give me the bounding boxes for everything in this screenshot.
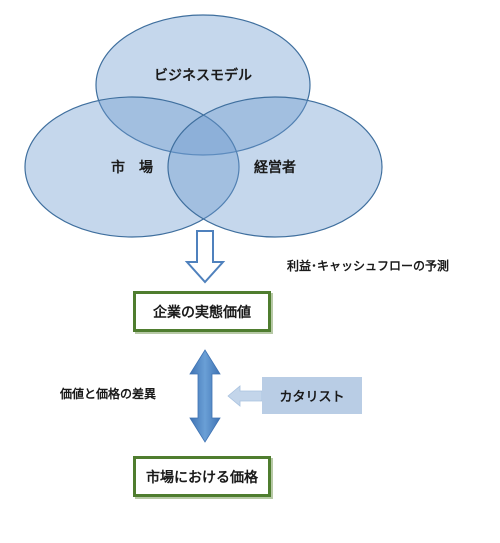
double-headed-arrow <box>189 349 221 443</box>
circle-market <box>24 96 240 238</box>
circle-label-management: 経営者 <box>254 159 296 176</box>
market-price-box: 市場における価格 <box>133 456 271 497</box>
forecast-label: 利益･キャッシュフローの予測 <box>287 259 450 273</box>
catalyst-arrow <box>227 385 263 407</box>
circle-label-market: 市 場 <box>111 159 153 176</box>
intrinsic-value-label: 企業の実態価値 <box>153 304 251 321</box>
circle-business-model <box>95 14 311 156</box>
catalyst-box: カタリスト <box>262 377 362 414</box>
circle-label-business-model: ビジネスモデル <box>154 67 252 84</box>
circle-management <box>167 96 383 238</box>
value-price-gap-label: 価値と価格の差異 <box>60 387 157 401</box>
hollow-down-arrow <box>184 230 226 284</box>
intrinsic-value-box: 企業の実態価値 <box>133 291 271 332</box>
catalyst-label: カタリスト <box>279 390 345 405</box>
market-price-label: 市場における価格 <box>146 469 258 486</box>
